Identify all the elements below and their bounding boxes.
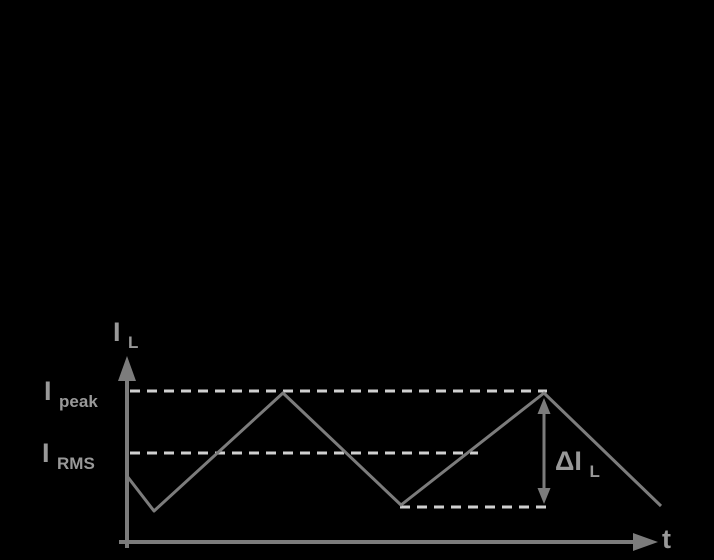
ripple-annotation-label: ΔI L: [555, 446, 600, 481]
axes: [118, 356, 658, 551]
peak-level-label: I peak: [44, 376, 98, 411]
x-axis-label: t: [662, 524, 671, 554]
ripple-annotation-sub: L: [589, 462, 599, 481]
y-axis-label-sub: L: [128, 333, 138, 352]
rms-level-label-sub: RMS: [57, 454, 95, 473]
ripple-arrow: [537, 398, 551, 504]
y-axis-arrowhead-icon: [118, 356, 136, 381]
ripple-arrowhead-up-icon: [537, 398, 551, 414]
ripple-arrowhead-down-icon: [537, 488, 551, 504]
rms-level-label-main: I: [42, 438, 50, 468]
y-axis-label-main: I: [113, 317, 121, 347]
peak-level-label-main: I: [44, 376, 52, 406]
x-axis-arrowhead-icon: [633, 533, 658, 551]
ripple-annotation-main: ΔI: [555, 446, 582, 476]
rms-level-label: I RMS: [42, 438, 95, 473]
peak-level-label-sub: peak: [59, 392, 98, 411]
inductor-current-waveform: [125, 391, 663, 513]
y-axis-label: I L: [113, 317, 138, 352]
